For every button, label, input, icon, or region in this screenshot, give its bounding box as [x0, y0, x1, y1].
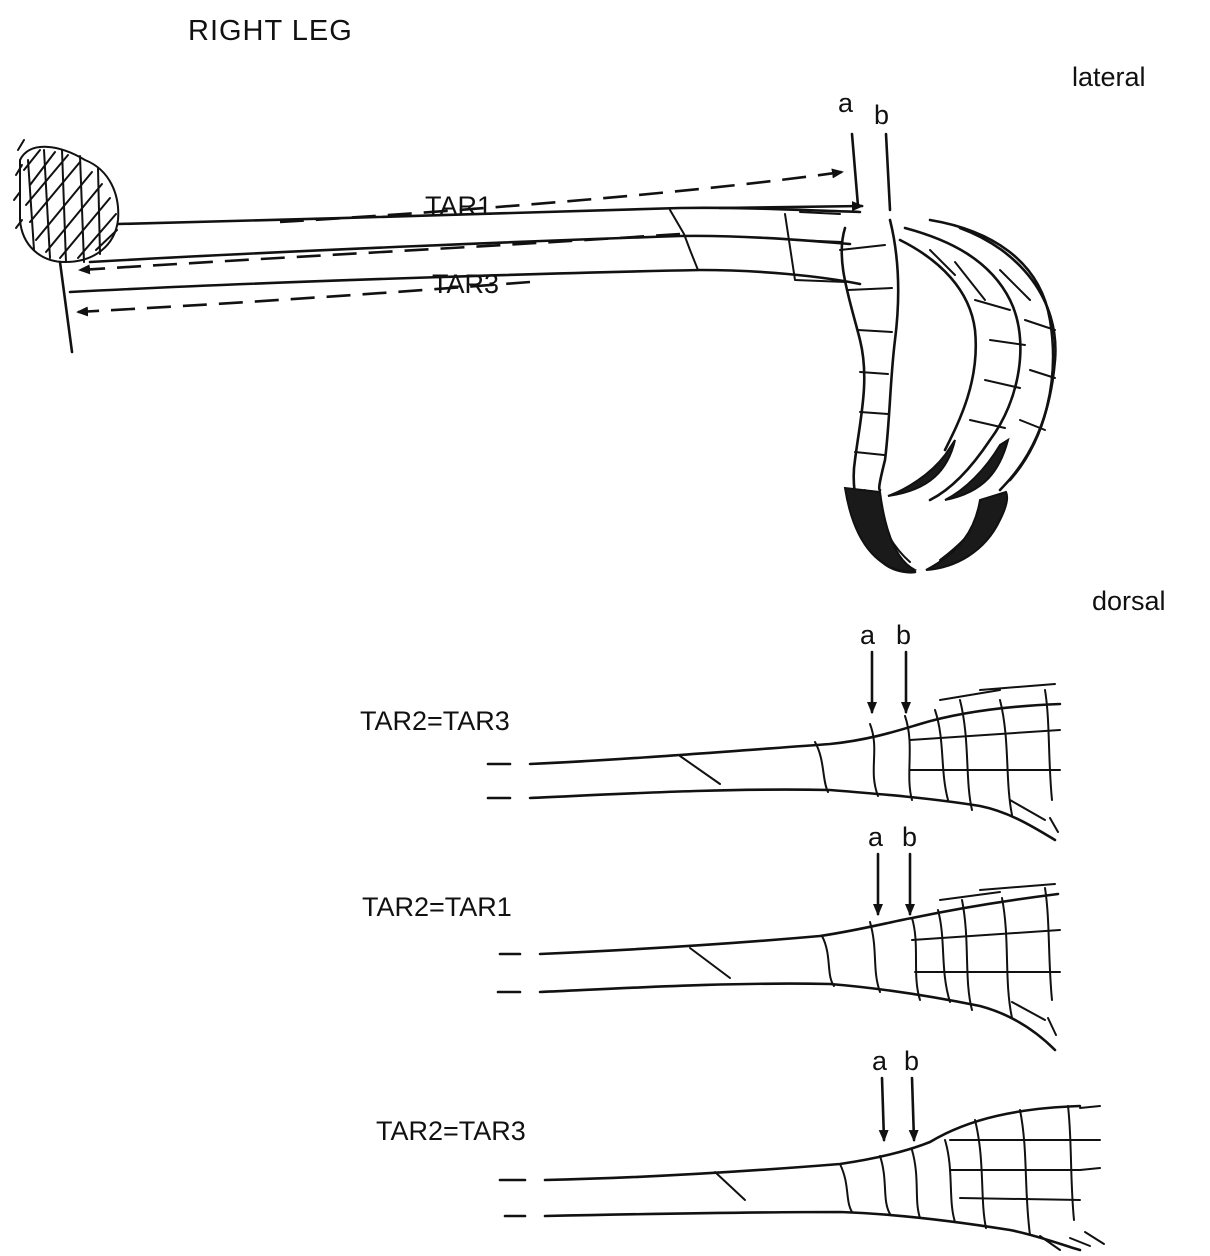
lateral-marker-a: a	[838, 88, 854, 118]
figure-title: RIGHT LEG	[188, 15, 353, 47]
claw-tip-1	[845, 488, 915, 571]
dorsal-panel-3: TAR2=TAR3 a b	[376, 1046, 1104, 1250]
tar3-label: TAR3	[432, 269, 499, 299]
lateral-view: TAR1 TAR3 a b	[14, 88, 1055, 572]
dorsal-panel-1-marker-a: a	[860, 620, 876, 650]
dorsal-panel-1-marker-b: b	[896, 620, 911, 650]
dorsal-panel-3-marker-b: b	[904, 1046, 919, 1076]
dorsal-panel-2-marker-a: a	[868, 822, 884, 852]
hatched-joint	[14, 140, 118, 262]
view-label-dorsal: dorsal	[1092, 586, 1166, 616]
tar1-label: TAR1	[425, 191, 492, 221]
dorsal-panel-3-caption: TAR2=TAR3	[376, 1116, 526, 1146]
reference-line-b	[886, 134, 890, 210]
lateral-marker-b: b	[874, 100, 889, 130]
dorsal-panel-2-marker-b: b	[902, 822, 917, 852]
dorsal-panel-1: TAR2=TAR3 a b	[360, 620, 1060, 840]
dorsal-panel-2: TAR2=TAR1 a b	[362, 822, 1060, 1050]
claw-tip-4	[945, 440, 1008, 500]
tar1-arrow	[280, 172, 842, 222]
reference-line-proximal	[60, 262, 72, 352]
claw-tip-2	[926, 492, 1007, 570]
dorsal-panel-2-caption: TAR2=TAR1	[362, 892, 512, 922]
shaft-middle-edge	[90, 236, 850, 262]
tar3-arrow-upper	[80, 234, 680, 270]
reference-line-a	[852, 134, 858, 206]
view-label-lateral: lateral	[1072, 62, 1146, 92]
dorsal-panel-3-marker-a: a	[872, 1046, 888, 1076]
dorsal-panel-1-caption: TAR2=TAR3	[360, 706, 510, 736]
